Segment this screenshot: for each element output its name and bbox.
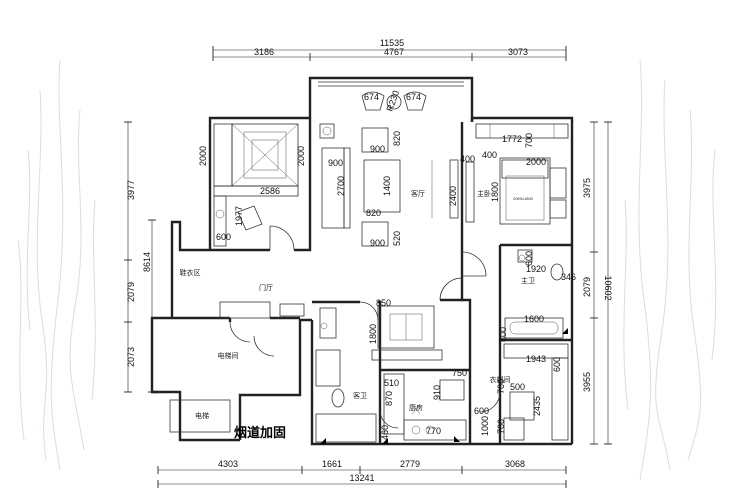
dim-1943: 1943 [526, 354, 546, 364]
dim-right-total: 10602 [603, 275, 613, 300]
dim-bottom-b: 1661 [322, 459, 342, 469]
dim-bottom-total: 13241 [349, 473, 374, 483]
decorative-brush-left [17, 59, 96, 471]
dim-bottom-d: 3068 [505, 459, 525, 469]
dim-850: 850 [376, 298, 391, 308]
interior-walls [172, 118, 572, 444]
dim-750: 750 [452, 368, 467, 378]
room-master: 主卧 [477, 189, 491, 198]
room-shoe: 鞋衣区 [180, 268, 201, 277]
dim-910: 910 [432, 385, 442, 400]
dim-right-a: 3975 [582, 178, 592, 198]
dim-2000b: 2000 [296, 146, 306, 166]
guest-bath-furniture [315, 307, 377, 443]
room-closet: 衣帽间 [490, 375, 511, 384]
dim-870: 870 [384, 391, 394, 406]
inner-dimensions: 674 674 R230 820 900 900 2700 1400 820 9… [198, 89, 576, 440]
dim-1920: 1920 [526, 264, 546, 274]
living-room-furniture [321, 91, 459, 247]
dim-1977: 1977 [234, 206, 244, 226]
dim-1800a: 1800 [490, 182, 500, 202]
master-bedroom-furniture: 2000x1800 [465, 123, 569, 225]
dim-510: 510 [384, 378, 399, 388]
left-bedroom-furniture [213, 123, 335, 247]
elevator-box [169, 399, 231, 433]
dim-left-total: 8614 [142, 252, 152, 272]
dim-bottom-a: 4303 [218, 459, 238, 469]
closet-furniture [503, 343, 569, 441]
dim-2000c: 2000 [526, 157, 546, 167]
top-dimensions: 11535 3186 4767 3073 [212, 38, 567, 61]
dim-left-a: 3977 [126, 180, 136, 200]
dim-1800b: 1800 [368, 324, 378, 344]
dim-700b: 700 [496, 379, 506, 394]
dim-500: 500 [510, 382, 525, 392]
master-bath-furniture [504, 249, 564, 339]
room-foyer: 门厅 [259, 283, 273, 292]
dim-600d: 600 [552, 357, 562, 372]
dim-2586: 2586 [260, 186, 280, 196]
dim-900a: 900 [370, 144, 385, 154]
dim-top-total: 11535 [380, 38, 404, 48]
room-guest-bath: 客卫 [353, 391, 367, 400]
dim-bottom-c: 2779 [400, 459, 420, 469]
dim-700c: 700 [496, 419, 506, 434]
dining-furniture [219, 301, 443, 361]
note-flue-reinforcement: 烟道加固 [234, 425, 286, 440]
room-kitchen: 厨房 [409, 403, 423, 412]
dim-400b: 400 [482, 150, 497, 160]
bottom-dimensions: 4303 1661 2779 3068 13241 [157, 459, 567, 488]
dim-right-b: 2079 [582, 277, 592, 297]
dim-900c: 900 [370, 238, 385, 248]
dim-top-b: 4767 [384, 47, 404, 57]
dim-1600: 1600 [524, 314, 544, 324]
room-master-bath: 主卫 [521, 276, 535, 285]
dim-700a: 700 [524, 133, 534, 148]
dim-600a: 600 [216, 232, 231, 242]
kitchen-furniture [383, 373, 467, 441]
decorative-brush-right [623, 59, 717, 481]
dim-800: 800 [498, 327, 508, 342]
room-living: 客厅 [411, 189, 425, 198]
dim-820a: 820 [392, 131, 402, 146]
doors [229, 225, 501, 429]
room-elevator-hall: 电梯间 [218, 351, 239, 360]
dim-1000: 1000 [480, 416, 490, 436]
dim-400a: 400 [460, 154, 475, 164]
outer-walls [150, 76, 574, 446]
room-labels: 客厅 主卧 主卫 门厅 鞋衣区 电梯间 电梯 客卫 厨房 衣帽间 烟道加固 [180, 189, 536, 440]
dim-2000a: 2000 [198, 146, 208, 166]
dim-674a: 674 [364, 92, 379, 102]
dim-900b: 900 [328, 158, 343, 168]
dim-1772: 1772 [502, 134, 522, 144]
dim-right-c: 3955 [582, 372, 592, 392]
dim-460: 460 [380, 425, 390, 440]
dim-top-a: 3186 [254, 47, 274, 57]
dim-2400: 2400 [448, 186, 458, 206]
dim-820b: 820 [366, 208, 381, 218]
bed-size-label: 2000x1800 [513, 196, 534, 201]
dim-left-c: 2073 [126, 347, 136, 367]
corner-marks [320, 328, 568, 444]
dim-674b: 674 [406, 92, 421, 102]
dim-346: 346 [561, 272, 576, 282]
dim-top-c: 3073 [508, 47, 528, 57]
dim-600b: 600 [524, 251, 534, 266]
dim-520: 520 [392, 231, 402, 246]
dim-1400: 1400 [382, 176, 392, 196]
right-dimensions: 3975 2079 3955 10602 [582, 121, 613, 445]
room-elevator: 电梯 [195, 411, 209, 420]
dim-left-b: 2079 [126, 282, 136, 302]
dim-770: 770 [426, 426, 441, 436]
dim-600c: 600 [474, 406, 489, 416]
dim-2435: 2435 [532, 396, 542, 416]
dim-r230: R230 [384, 89, 401, 113]
dim-2700: 2700 [336, 176, 346, 196]
